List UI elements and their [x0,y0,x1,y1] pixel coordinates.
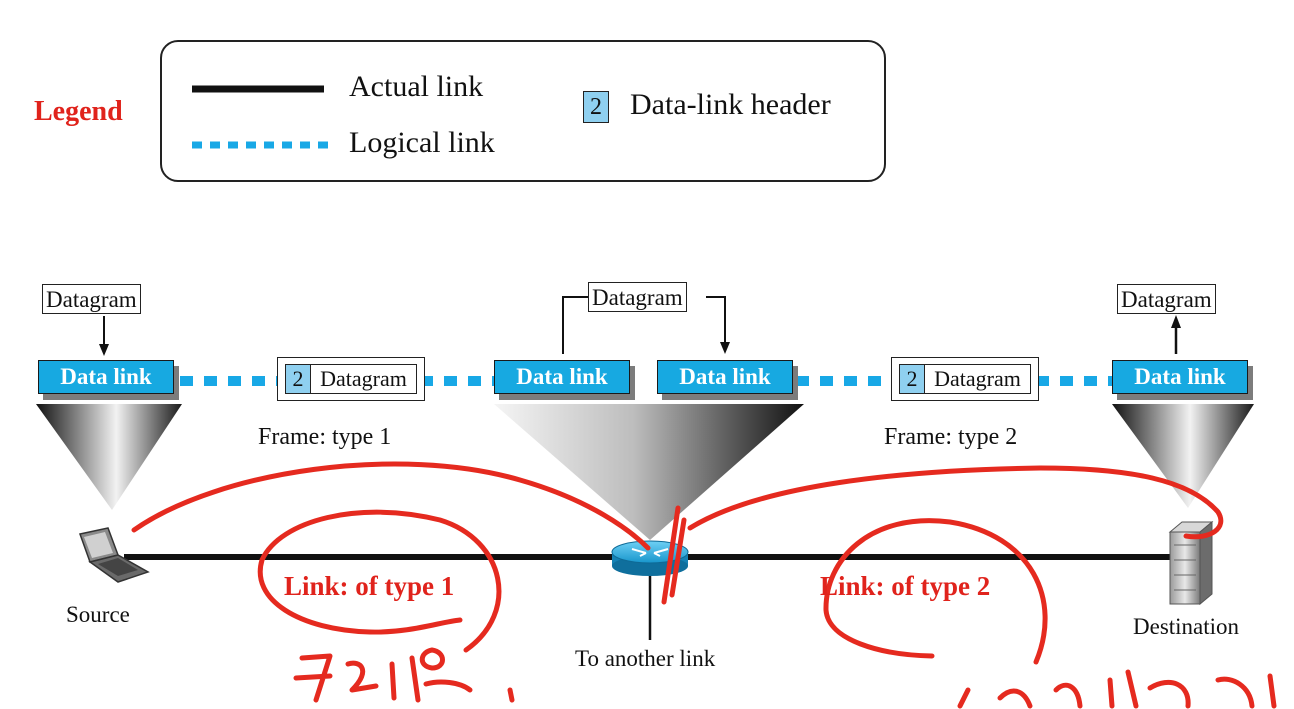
destination-up-arrow [1171,315,1181,354]
frame-1-header: 2 [286,365,311,393]
legend-box [160,40,886,182]
router-datagram: Datagram [588,282,687,312]
annotation-bottom-right-scribble [957,669,1277,709]
frame-1-payload: Datagram [320,366,407,391]
legend-title: Legend [34,96,123,127]
frame-2-payload: Datagram [934,366,1021,391]
source-data-link-label: Data link [38,360,174,394]
frame-1-caption: Frame: type 1 [258,424,392,450]
annotation-arc-right [687,465,1224,540]
frame-type-1: 2 Datagram [277,357,425,401]
legend-logical-link-label: Logical link [349,126,495,159]
router-cone [494,404,804,540]
annotation-router-slash-2 [669,517,687,598]
source-datagram: Datagram [42,284,141,314]
source-label: Source [66,602,130,627]
frame-2-header: 2 [900,365,925,393]
link-type-1-label: Link: of type 1 [284,571,455,601]
link-type-2-label: Link: of type 2 [820,571,991,601]
router-data-link-in-label: Data link [494,360,630,394]
annotation-loop-left [257,509,502,653]
source-down-arrow [99,316,109,356]
annotation-dot [507,687,515,703]
destination-datagram: Datagram [1117,284,1216,314]
frame-2-caption: Frame: type 2 [884,424,1018,450]
destination-label: Destination [1133,614,1240,639]
destination-data-link-label: Data link [1112,360,1248,394]
router-datagram-path [562,296,730,354]
source-cone [36,404,182,510]
annotation-loop-right [823,518,1048,665]
source-data-link: Data link [38,360,179,400]
legend-header-number: 2 [583,91,609,123]
server-icon [1168,520,1214,606]
router-data-link-in: Data link [494,360,635,400]
annotation-arc-left [131,461,651,551]
annotation-router-slash [661,505,681,605]
handwritten-annotations [131,461,1277,709]
destination-cone [1112,404,1254,508]
annotation-korean-scribble [293,647,473,703]
router-branch-label: To another link [575,646,716,671]
router-data-link-out: Data link [657,360,798,400]
destination-data-link: Data link [1112,360,1253,400]
laptop-icon [79,527,150,583]
frame-type-2: 2 Datagram [891,357,1039,401]
legend-actual-link-label: Actual link [349,70,484,103]
router-data-link-out-label: Data link [657,360,793,394]
legend-header-label: Data-link header [630,88,831,121]
